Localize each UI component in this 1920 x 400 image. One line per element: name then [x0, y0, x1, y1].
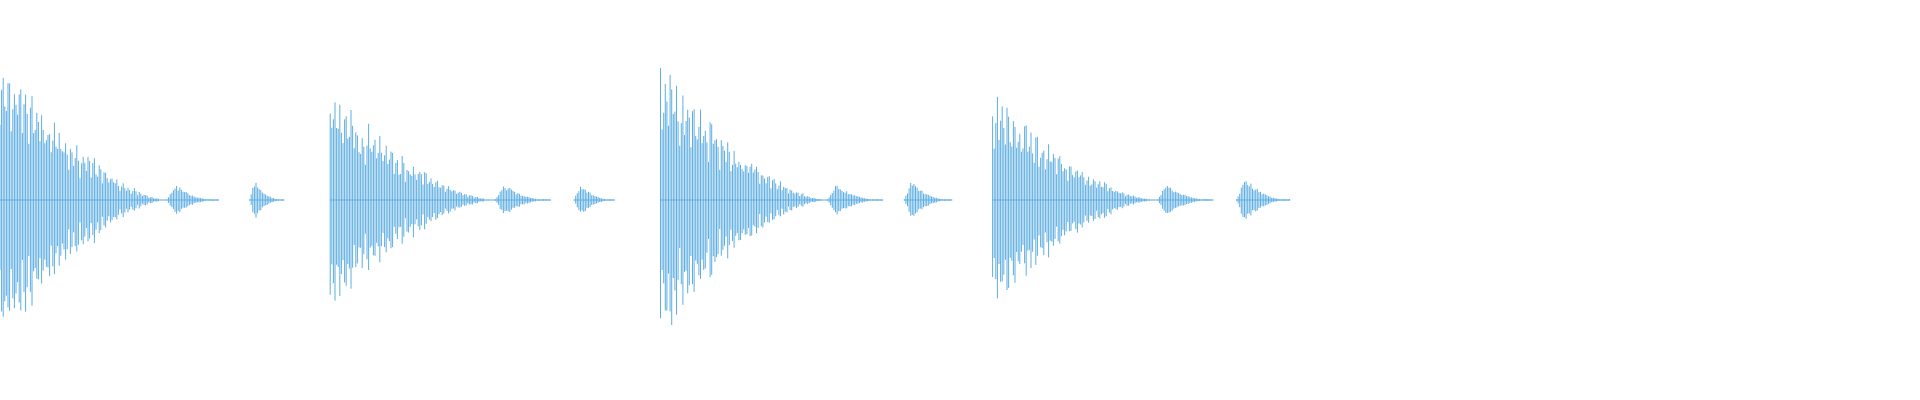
- waveform-clip-4-body-trace: [992, 96, 1157, 299]
- waveform-clip-3: [660, 68, 953, 325]
- waveform-clip-2-tail-2-trace: [573, 186, 615, 212]
- waveform-clip-3-tail-2: [903, 183, 953, 216]
- waveform-clip-2-tail-1: [494, 186, 551, 213]
- waveform-clip-2: [329, 102, 615, 301]
- waveform-clip-4: [992, 96, 1291, 299]
- waveform-clip-3-body: [660, 68, 828, 325]
- waveform-clip-1-tail-2: [249, 182, 285, 218]
- waveform-clip-2-tail-2: [573, 186, 615, 212]
- waveform-clips: [0, 68, 1291, 325]
- waveform-clip-4-tail-2: [1236, 181, 1291, 219]
- waveform-clip-4-body: [992, 96, 1158, 299]
- waveform-clip-3-body-trace: [660, 68, 826, 325]
- waveform-clip-2-body-trace: [329, 102, 494, 301]
- waveform-clip-1-body: [0, 77, 167, 317]
- waveform-clip-4-tail-1: [1157, 186, 1214, 213]
- waveform-clip-1-tail-1: [166, 186, 219, 214]
- waveform-clip-3-tail-1: [827, 185, 884, 215]
- waveform-clip-3-tail-2-trace: [903, 183, 952, 216]
- waveform-clip-1: [0, 77, 285, 317]
- waveform-clip-2-body: [329, 102, 496, 301]
- waveform-clip-1-body-trace: [0, 77, 166, 317]
